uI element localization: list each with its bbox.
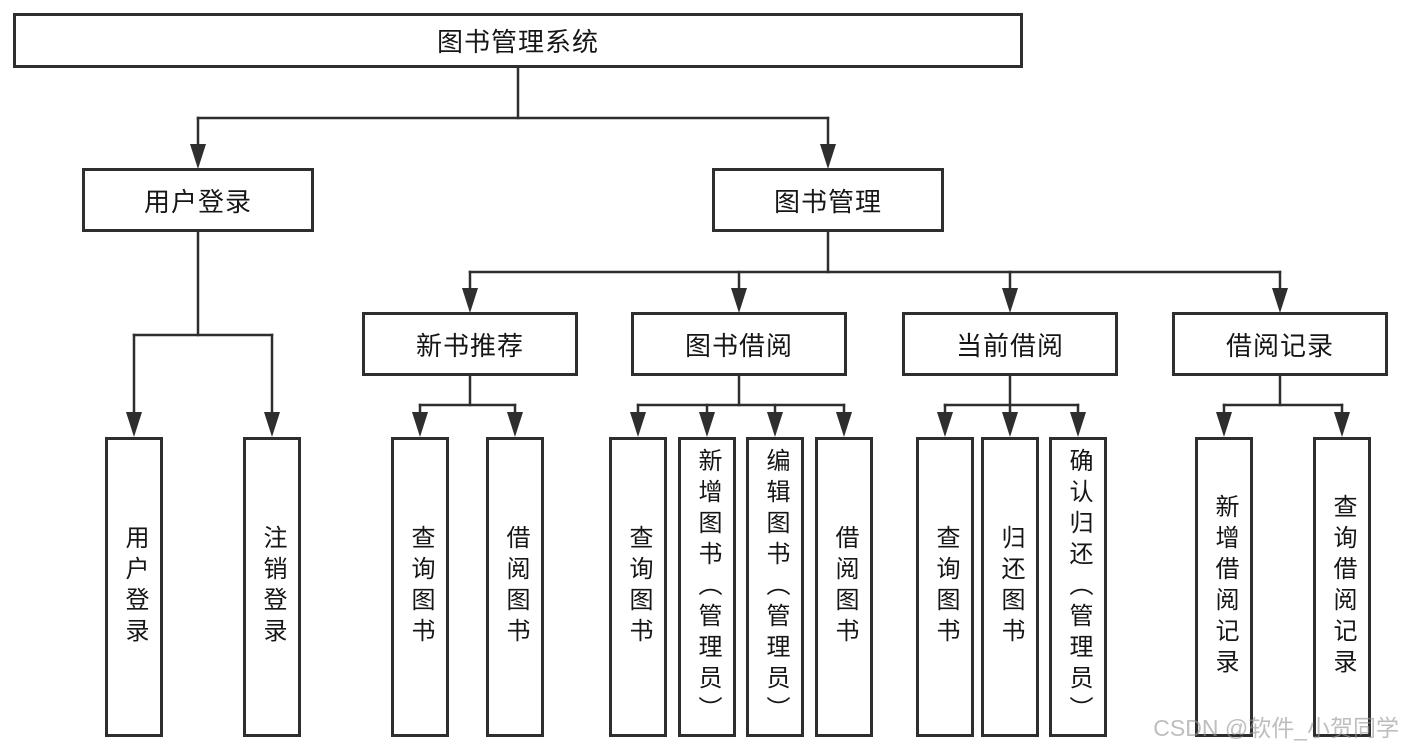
node-book-borrow: 图书借阅: [631, 312, 847, 376]
leaf-confirm-return-admin: 确认归还（管理员）: [1049, 437, 1107, 737]
node-book-management: 图书管理: [712, 168, 944, 232]
leaf-borrow-books: 借阅图书: [815, 437, 873, 737]
leaf-query-books-recommend-label: 查询图书: [407, 525, 434, 649]
connector-userlogin-group: [126, 228, 280, 437]
connector-borrow-group: [630, 372, 852, 437]
node-root-label: 图书管理系统: [436, 27, 599, 57]
leaf-add-book-admin-label: 新增图书（管理员）: [694, 447, 721, 727]
node-current-borrow-label: 当前借阅: [955, 330, 1064, 361]
node-borrow-records: 借阅记录: [1172, 312, 1388, 376]
leaf-query-books-current-label: 查询图书: [932, 525, 959, 649]
connector-bookmgmt-to-level3: [462, 228, 1288, 313]
leaf-edit-book-admin-label: 编辑图书（管理员）: [762, 447, 789, 727]
node-borrow-records-label: 借阅记录: [1225, 330, 1334, 361]
leaf-user-login: 用户登录: [105, 437, 163, 737]
leaf-add-borrow-record: 新增借阅记录: [1195, 437, 1253, 737]
node-new-book-recommend: 新书推荐: [362, 312, 578, 376]
leaf-query-borrow-record-label: 查询借阅记录: [1329, 494, 1356, 680]
leaf-borrow-books-recommend: 借阅图书: [486, 437, 544, 737]
leaf-add-borrow-record-label: 新增借阅记录: [1211, 494, 1238, 680]
leaf-query-books-current: 查询图书: [916, 437, 974, 737]
leaf-query-borrow-record: 查询借阅记录: [1313, 437, 1371, 737]
node-user-login: 用户登录: [82, 168, 314, 232]
leaf-return-books-label: 归还图书: [997, 525, 1024, 649]
leaf-add-book-admin: 新增图书（管理员）: [678, 437, 736, 737]
leaf-edit-book-admin: 编辑图书（管理员）: [746, 437, 804, 737]
leaf-user-login-label: 用户登录: [121, 525, 148, 649]
leaf-borrow-books-recommend-label: 借阅图书: [502, 525, 529, 649]
node-book-borrow-label: 图书借阅: [684, 330, 793, 361]
connector-newbook-group: [412, 372, 523, 437]
connector-records-group: [1216, 372, 1350, 437]
leaf-query-books-recommend: 查询图书: [391, 437, 449, 737]
leaf-query-books-borrow-label: 查询图书: [625, 525, 652, 649]
connector-root-to-level2: [190, 64, 836, 169]
leaf-logout: 注销登录: [243, 437, 301, 737]
leaf-logout-label: 注销登录: [259, 525, 286, 649]
node-root: 图书管理系统: [13, 13, 1023, 68]
node-new-book-recommend-label: 新书推荐: [415, 330, 524, 361]
node-current-borrow: 当前借阅: [902, 312, 1118, 376]
watermark: CSDN @软件_小贺同学: [1153, 715, 1399, 741]
leaf-borrow-books-label: 借阅图书: [831, 525, 858, 649]
node-user-login-label: 用户登录: [143, 186, 252, 217]
leaf-query-books-borrow: 查询图书: [609, 437, 667, 737]
leaf-return-books: 归还图书: [981, 437, 1039, 737]
node-book-management-label: 图书管理: [773, 186, 882, 217]
leaf-confirm-return-admin-label: 确认归还（管理员）: [1065, 447, 1092, 727]
connector-current-group: [937, 372, 1086, 437]
